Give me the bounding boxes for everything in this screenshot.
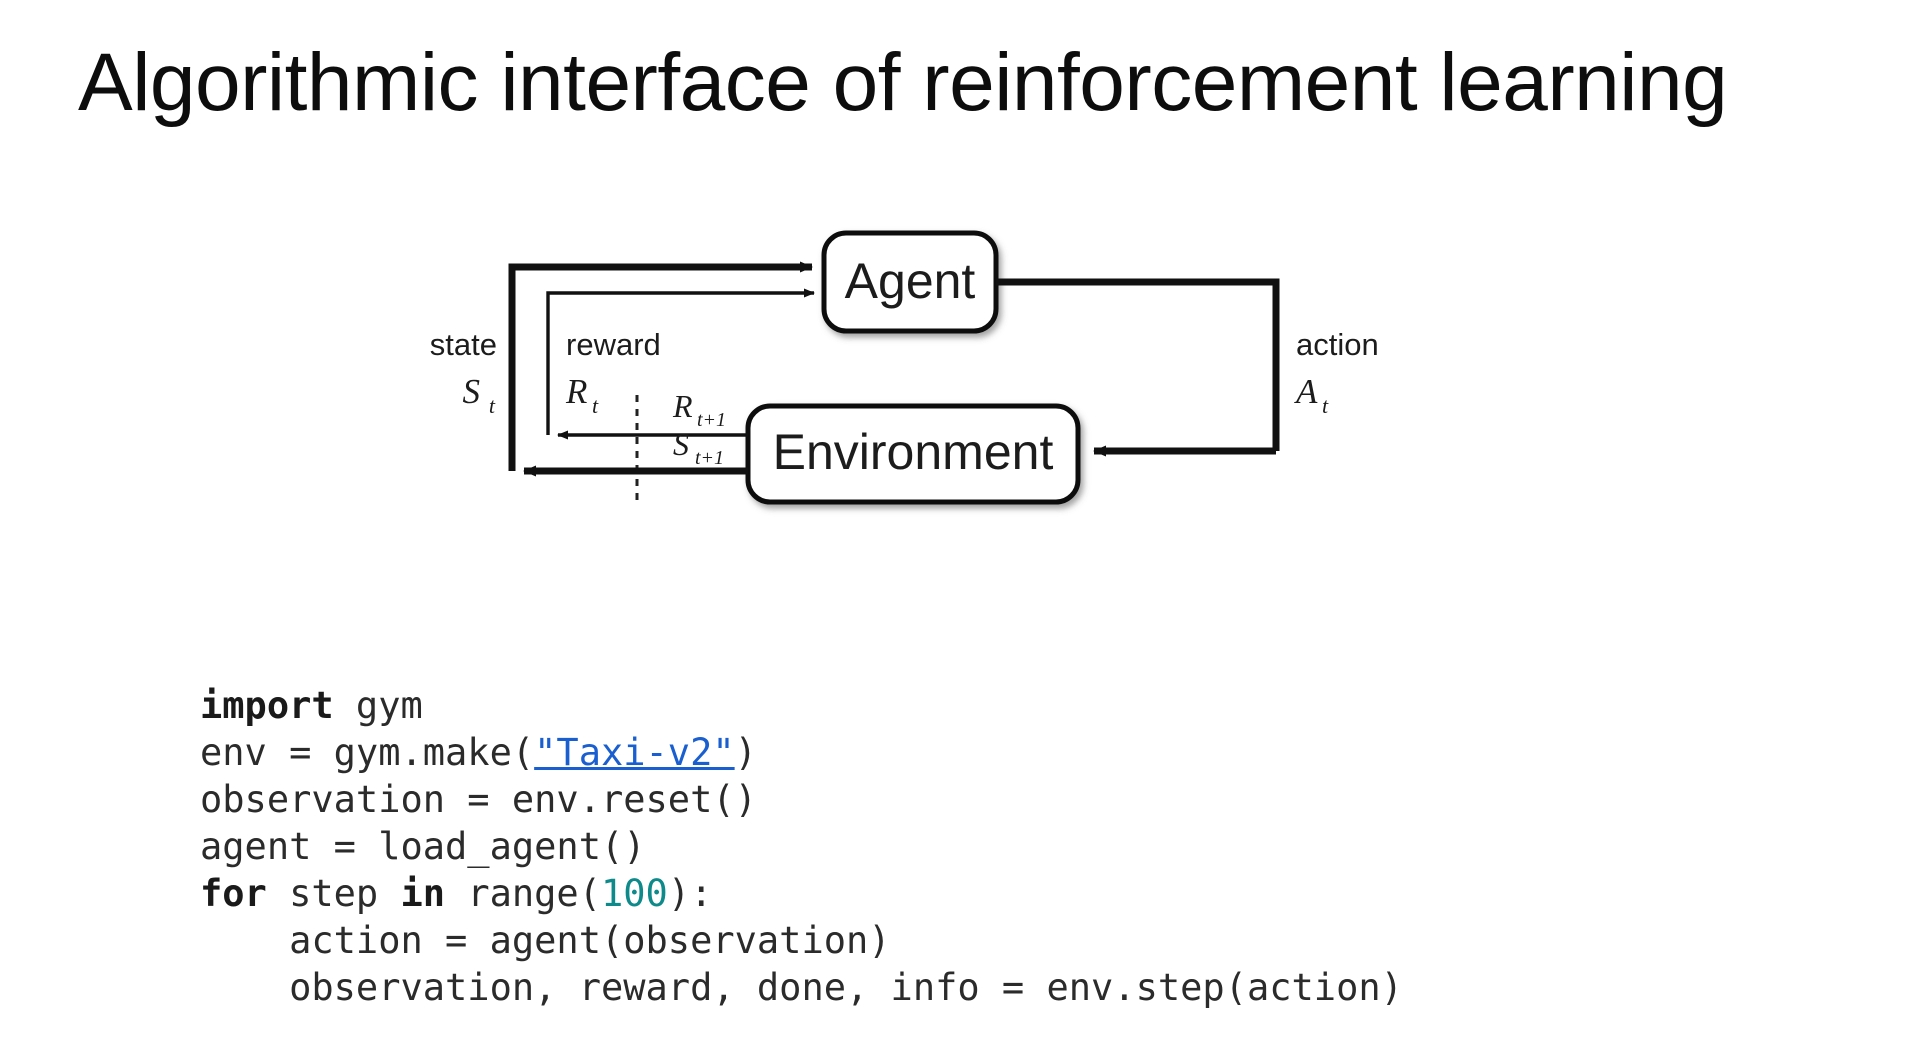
next-state-symbol: S	[673, 426, 689, 462]
agent-node: Agent	[821, 230, 999, 334]
code-line: agent = load_agent()	[200, 823, 1403, 870]
reward-symbol-subscript: t	[592, 393, 599, 418]
action-line	[996, 278, 1280, 451]
environment-node: Environment	[745, 403, 1081, 505]
code-keyword: import	[200, 684, 334, 727]
code-line: for step in range(100):	[200, 870, 1403, 917]
reward-label-group: reward R t	[565, 327, 661, 418]
reward-label: reward	[566, 327, 661, 362]
action-label-group: action A t	[1294, 327, 1379, 418]
code-line: observation, reward, done, info = env.st…	[200, 964, 1403, 1011]
code-line: import gym	[200, 682, 1403, 729]
page-title: Algorithmic interface of reinforcement l…	[78, 37, 1728, 128]
code-text: range(	[445, 872, 601, 915]
state-label: state	[430, 327, 497, 362]
action-symbol: A	[1294, 372, 1318, 411]
code-text: action = agent(observation)	[200, 919, 891, 962]
code-keyword: in	[400, 872, 446, 915]
code-keyword: for	[200, 872, 267, 915]
state-label-group: state S t	[430, 327, 497, 418]
code-text: agent = load_agent()	[200, 825, 646, 868]
code-text: step	[266, 872, 401, 915]
code-text: ):	[667, 872, 713, 915]
state-symbol: S	[463, 372, 481, 411]
agent-environment-diagram: Agent Environment state S t reward R t	[430, 230, 1379, 505]
reward-symbol: R	[565, 372, 587, 411]
code-line: observation = env.reset()	[200, 776, 1403, 823]
environment-label: Environment	[773, 424, 1054, 480]
rl-loop-diagram: Agent Environment state S t reward R t	[0, 195, 1920, 535]
next-state-label-group: S t+1	[673, 426, 724, 469]
code-number-literal: 100	[600, 872, 668, 915]
code-line: env = gym.make("Taxi-v2")	[200, 729, 1403, 776]
environment-box	[745, 403, 1081, 505]
code-text: observation = env.reset()	[200, 778, 757, 821]
next-state-subscript: t+1	[695, 447, 724, 469]
code-line: action = agent(observation)	[200, 917, 1403, 964]
code-text: gym	[333, 684, 423, 727]
code-text: observation, reward, done, info = env.st…	[200, 966, 1403, 1009]
agent-label: Agent	[845, 253, 976, 309]
code-text: )	[734, 731, 757, 774]
state-symbol-subscript: t	[489, 393, 496, 418]
reward-feedback-line	[546, 291, 690, 435]
next-reward-subscript: t+1	[697, 409, 726, 431]
action-label: action	[1296, 327, 1379, 362]
next-reward-label-group: R t+1	[672, 388, 726, 431]
next-reward-symbol: R	[672, 388, 693, 424]
env-id-link[interactable]: "Taxi-v2"	[534, 731, 735, 774]
state-feedback-line	[508, 263, 660, 471]
action-symbol-subscript: t	[1322, 393, 1329, 418]
code-text: env = gym.make(	[200, 731, 535, 774]
